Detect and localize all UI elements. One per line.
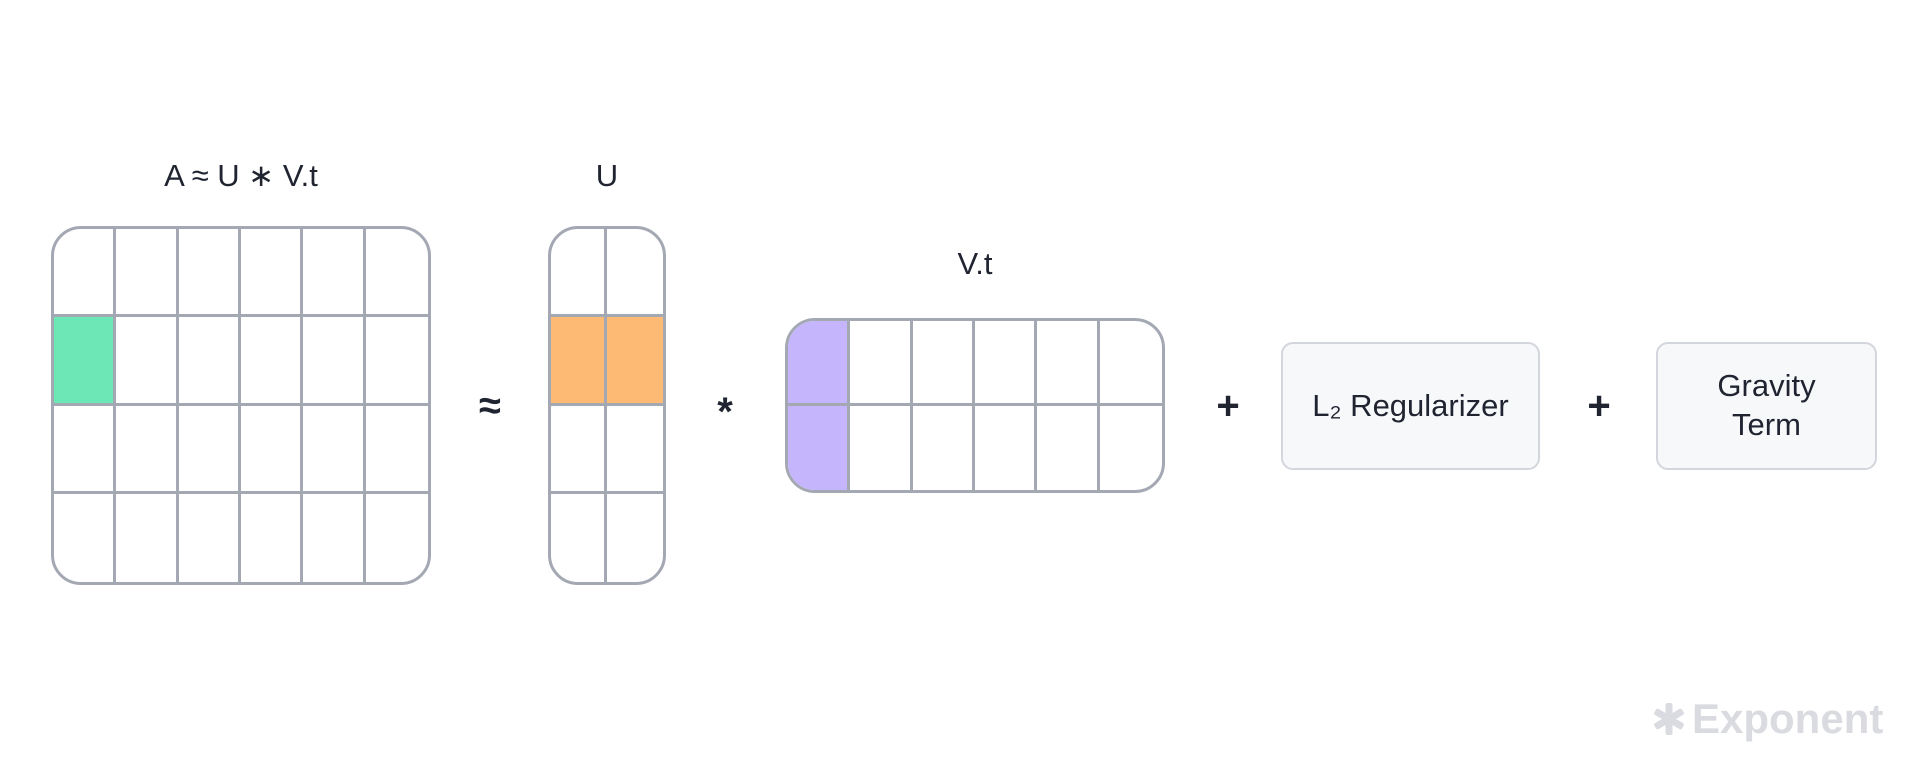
- matrix-a-cell: [241, 493, 304, 582]
- matrix-a-cell: [303, 229, 366, 318]
- matrix-a: [51, 226, 431, 585]
- matrix-a-cell: [240, 229, 304, 318]
- matrix-a-label: A ≈ U ∗ V.t: [164, 158, 318, 193]
- matrix-a-cell: [178, 405, 241, 494]
- matrix-vt-cell: [850, 405, 913, 490]
- matrix-vt-cell: [974, 321, 1038, 406]
- multiply-operator: *: [717, 390, 733, 434]
- matrix-vt-cell: [912, 321, 975, 406]
- matrix-a-cell: [303, 405, 366, 494]
- matrix-vt-label: V.t: [957, 246, 993, 281]
- exponent-logo: Exponent: [1652, 695, 1883, 743]
- plus-operator-1: +: [1216, 384, 1240, 428]
- matrix-a-cell: [303, 317, 366, 406]
- gravity-term-line2: Term: [1732, 407, 1801, 442]
- matrix-a-cell: [54, 229, 117, 318]
- matrix-a-cell: [116, 317, 179, 406]
- matrix-u: [548, 226, 666, 585]
- matrix-vt-highlighted-cell: [788, 405, 851, 490]
- matrix-a-cell: [178, 317, 241, 406]
- matrix-a-cell: [365, 406, 428, 494]
- matrix-u-cell: [607, 494, 663, 582]
- matrix-a-cell: [303, 493, 366, 582]
- matrix-a-cell: [365, 317, 428, 406]
- matrix-u-highlighted-cell: [551, 317, 607, 406]
- matrix-vt: [785, 318, 1165, 493]
- matrix-a-cell: [116, 493, 179, 582]
- matrix-vt-cell: [1037, 321, 1100, 406]
- gravity-term-box: Gravity Term: [1656, 342, 1877, 470]
- matrix-a-cell: [54, 405, 117, 494]
- l2-regularizer-label: L₂ Regularizer: [1312, 387, 1509, 423]
- matrix-u-cell: [607, 406, 663, 494]
- brand-name: Exponent: [1692, 695, 1884, 742]
- matrix-vt-cell: [1099, 321, 1162, 406]
- matrix-a-cell: [179, 493, 241, 582]
- l2-regularizer-box: L₂ Regularizer: [1281, 342, 1540, 470]
- asterisk-icon: [1654, 703, 1684, 735]
- gravity-term-line1: Gravity: [1717, 368, 1816, 404]
- matrix-vt-cell: [1100, 406, 1162, 491]
- matrix-u-cell: [551, 493, 607, 582]
- matrix-u-cell: [551, 405, 607, 494]
- matrix-u-cell: [551, 229, 607, 318]
- matrix-vt-highlighted-cell: [788, 321, 851, 406]
- matrix-u-cell: [607, 229, 663, 318]
- matrix-vt-cell: [1037, 405, 1100, 490]
- matrix-a-cell: [178, 229, 241, 318]
- matrix-u-highlighted-cell: [607, 317, 663, 406]
- matrix-u-label: U: [595, 158, 619, 193]
- matrix-a-cell: [240, 405, 304, 494]
- matrix-a-cell: [54, 493, 117, 582]
- matrix-vt-cell: [850, 321, 913, 406]
- matrix-a-cell: [116, 229, 179, 318]
- plus-operator-2: +: [1587, 384, 1611, 428]
- matrix-a-cell: [365, 229, 428, 318]
- matrix-vt-cell: [913, 405, 975, 490]
- matrix-a-cell: [366, 494, 428, 582]
- matrix-a-cell: [116, 405, 179, 494]
- matrix-a-highlighted-cell: [54, 317, 117, 406]
- matrix-vt-cell: [975, 405, 1038, 490]
- matrix-a-cell: [240, 317, 304, 406]
- approx-operator: ≈: [479, 384, 501, 428]
